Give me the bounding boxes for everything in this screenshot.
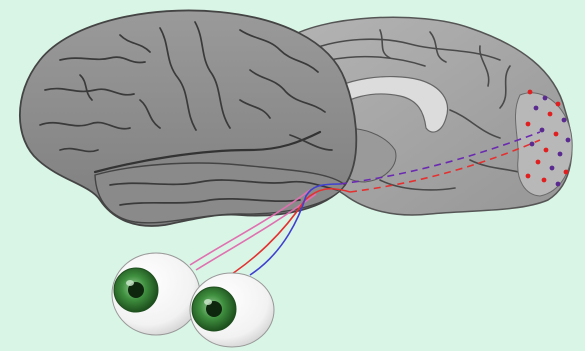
left-eye <box>112 253 200 335</box>
right-eye <box>190 273 274 347</box>
